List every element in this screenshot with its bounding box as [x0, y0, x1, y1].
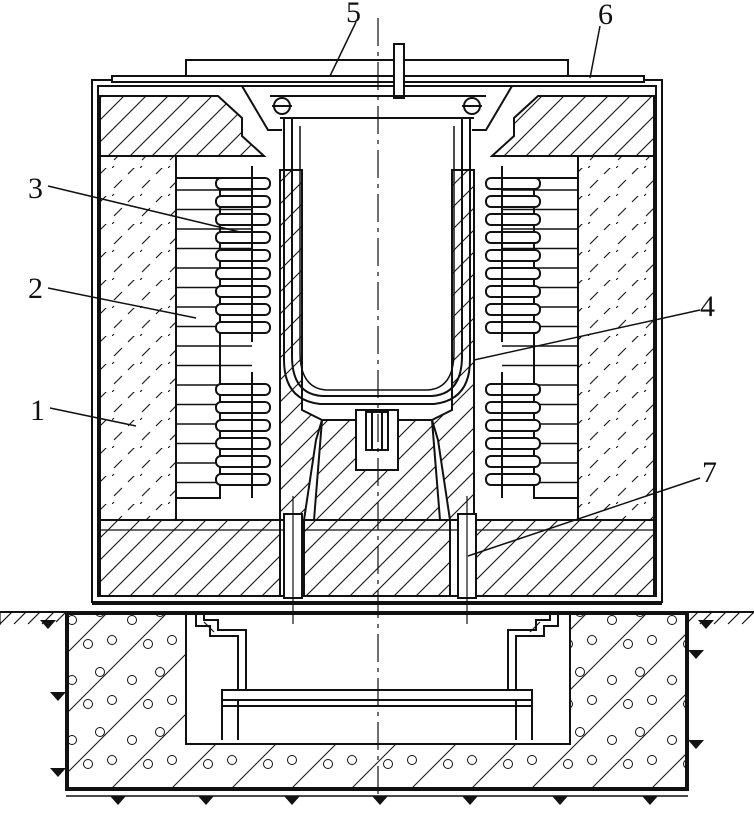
induction-coil-left: [215, 166, 271, 498]
coil-turn: [215, 249, 271, 262]
coil-turn: [485, 267, 541, 280]
cooling-pipes: [283, 496, 477, 624]
coil-turn: [215, 321, 271, 334]
label-7: 7: [702, 456, 717, 489]
coil-turn: [215, 419, 271, 432]
coil-turn: [215, 213, 271, 226]
coil-turn: [485, 455, 541, 468]
top-ring: [99, 85, 655, 157]
coil-support: [175, 177, 579, 499]
label-1: 1: [30, 394, 45, 427]
label-5: 5: [346, 0, 361, 29]
crucible: [272, 97, 482, 471]
label-3: 3: [28, 172, 43, 205]
coil-turn: [485, 419, 541, 432]
coil-turn: [485, 231, 541, 244]
coil-turn: [485, 285, 541, 298]
coil-turn: [215, 231, 271, 244]
coil-turn: [485, 383, 541, 396]
coil-turn: [485, 213, 541, 226]
coil-turn: [215, 455, 271, 468]
coil-turn: [215, 401, 271, 414]
coil-turn: [215, 177, 271, 190]
leader-lines: [47, 21, 701, 557]
refractory-lining: [279, 169, 475, 521]
coil-turn: [485, 195, 541, 208]
induction-coil-right: [485, 166, 541, 498]
foundation-pit: [0, 611, 754, 805]
label-6: 6: [598, 0, 613, 31]
coil-turn: [215, 473, 271, 486]
coil-turn: [485, 303, 541, 316]
coil-turn: [215, 195, 271, 208]
label-4: 4: [700, 290, 715, 323]
coil-turn: [485, 473, 541, 486]
coil-turn: [215, 437, 271, 450]
coil-turn: [215, 267, 271, 280]
coil-turn: [485, 321, 541, 334]
label-2: 2: [28, 272, 43, 305]
coil-turn: [215, 303, 271, 316]
pit-support-frame: [195, 614, 559, 740]
coil-turn: [215, 383, 271, 396]
coil-turn: [485, 401, 541, 414]
furnace-base: [99, 519, 655, 597]
coil-turn: [215, 285, 271, 298]
coil-turn: [485, 437, 541, 450]
magnetic-yoke: [99, 155, 655, 521]
coil-turn: [485, 177, 541, 190]
coil-turn: [485, 249, 541, 262]
